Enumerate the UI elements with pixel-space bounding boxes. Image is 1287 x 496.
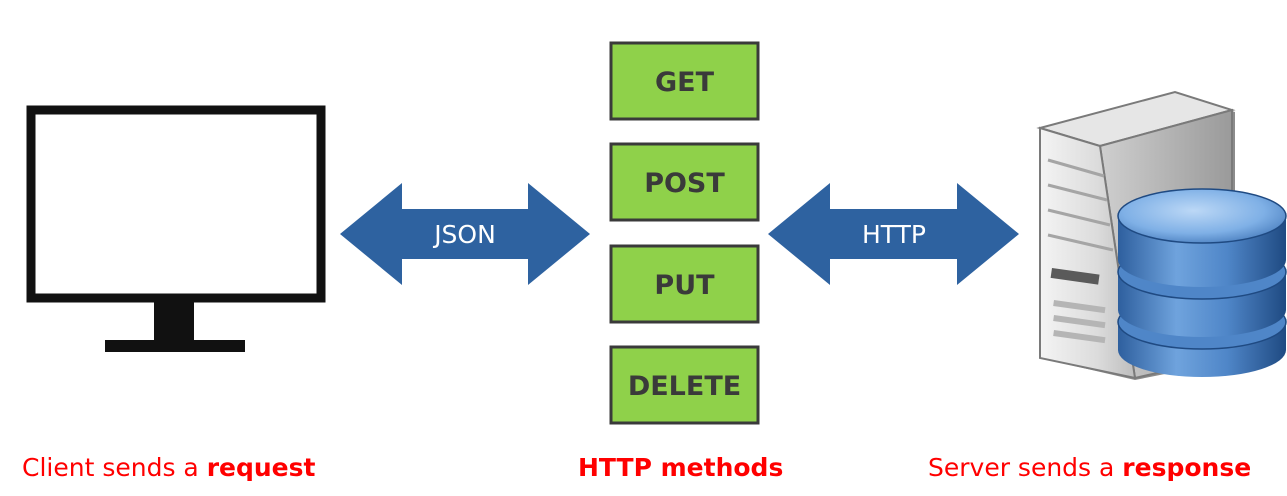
method-get: GET: [609, 41, 760, 121]
client-caption-prefix: Client sends a: [22, 453, 207, 482]
http-arrow: HTTP: [768, 183, 1019, 285]
client-caption-bold: request: [206, 453, 316, 482]
monitor-icon: [26, 105, 326, 352]
server-caption-bold: response: [1122, 453, 1252, 482]
method-put-label: PUT: [654, 270, 715, 301]
server-caption-prefix: Server sends a: [928, 453, 1123, 482]
database-icon: [1117, 188, 1287, 377]
method-delete: DELETE: [609, 345, 760, 425]
json-label: JSON: [432, 220, 496, 249]
json-arrow: JSON: [340, 183, 590, 285]
method-put: PUT: [609, 244, 760, 324]
client-caption: Client sends a request: [22, 448, 315, 488]
server-caption: Server sends a response: [928, 448, 1251, 488]
method-get-label: GET: [655, 67, 715, 98]
http-methods-stack: GET POST PUT DELETE: [609, 41, 760, 425]
method-delete-label: DELETE: [628, 371, 741, 402]
http-label: HTTP: [862, 220, 926, 249]
method-post: POST: [609, 142, 760, 222]
methods-caption: HTTP methods: [578, 453, 784, 482]
method-post-label: POST: [644, 168, 725, 199]
